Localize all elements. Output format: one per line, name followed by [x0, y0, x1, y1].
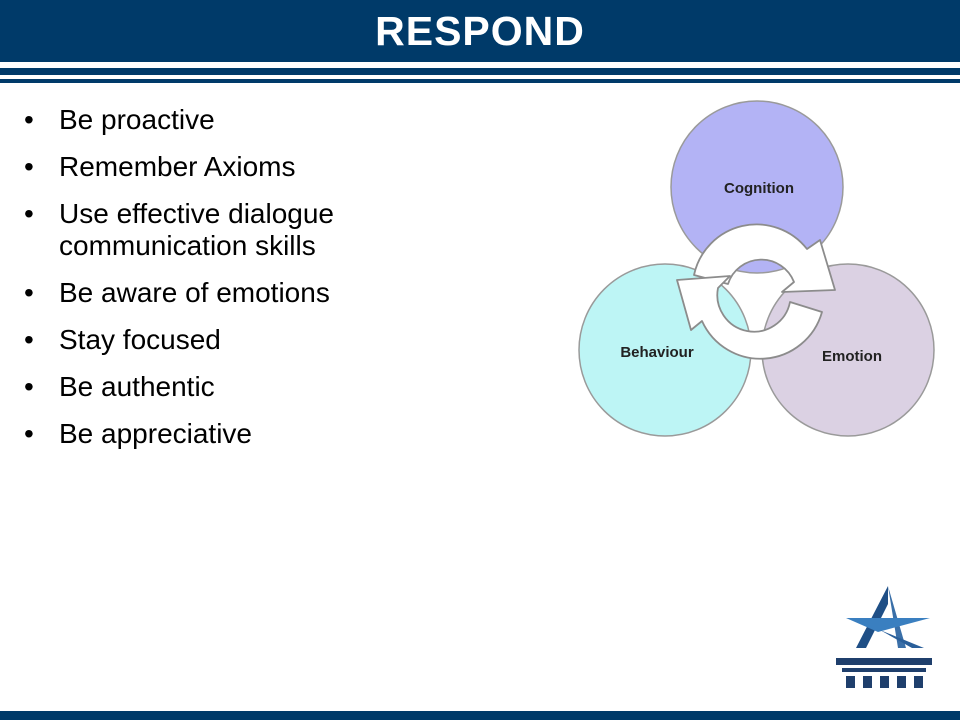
bullet-item: • Be proactive: [22, 104, 462, 136]
bullet-text: Be aware of emotions: [59, 277, 330, 308]
header-stripe: [0, 68, 960, 75]
bullet-item: • Use effective dialogue communication sk…: [22, 198, 462, 262]
bullet-marker: •: [24, 418, 34, 449]
bullet-text: Use effective dialogue communication ski…: [59, 198, 334, 261]
bullet-text: Be authentic: [59, 371, 215, 402]
cognition-label: Cognition: [724, 180, 794, 197]
bullet-marker: •: [24, 151, 34, 182]
bullet-text: Remember Axioms: [59, 151, 296, 182]
circular-arrows-icon: [676, 223, 836, 360]
airport-a-logo-icon: [836, 586, 932, 688]
bullet-item: • Be aware of emotions: [22, 277, 462, 309]
bullet-item: • Be authentic: [22, 371, 462, 403]
bullet-marker: •: [24, 371, 34, 402]
bullet-item: • Be appreciative: [22, 418, 462, 450]
bullet-text: Be proactive: [59, 104, 215, 135]
bullet-marker: •: [24, 198, 34, 229]
cognition-circle: [670, 100, 844, 274]
slide-title: RESPOND: [375, 8, 585, 54]
bullet-text: Be appreciative: [59, 418, 253, 449]
footer-bar: [0, 711, 960, 720]
bullet-marker: •: [24, 104, 34, 135]
bullet-text: Stay focused: [59, 324, 221, 355]
emotion-label: Emotion: [822, 348, 882, 365]
behaviour-label: Behaviour: [620, 344, 694, 361]
bullet-item: • Stay focused: [22, 324, 462, 356]
cognition-behaviour-emotion-diagram: Cognition Behaviour Emotion: [578, 100, 935, 437]
bullet-marker: •: [24, 277, 34, 308]
header-bar: RESPOND: [0, 0, 960, 62]
bullet-item: • Remember Axioms: [22, 151, 462, 183]
header-stripe-thin: [0, 79, 960, 83]
bullet-list: • Be proactive • Remember Axioms • Use effe…: [22, 104, 462, 465]
bullet-marker: •: [24, 324, 34, 355]
